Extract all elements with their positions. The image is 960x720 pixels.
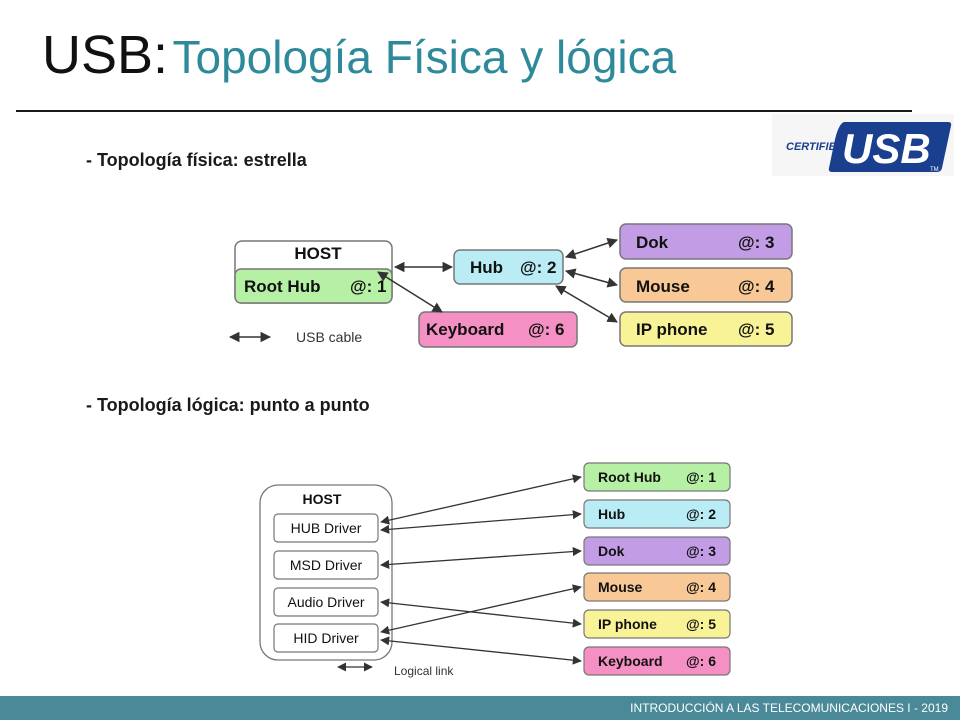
title-divider bbox=[16, 110, 912, 112]
mouse-addr: @: 4 bbox=[738, 277, 775, 296]
root-hub-node: Root Hub @: 1 bbox=[234, 268, 393, 304]
logo-certified-text: CERTIFIED bbox=[786, 141, 844, 153]
logical-device-keyboard: Keyboard @: 6 bbox=[583, 646, 731, 676]
link-hubdriver-roothub bbox=[380, 474, 582, 525]
dok-name: Dok bbox=[636, 233, 669, 252]
driver-msd-label: MSD Driver bbox=[290, 557, 363, 573]
title-rest: Topología Física y lógica bbox=[172, 31, 677, 83]
driver-audio-label: Audio Driver bbox=[287, 594, 364, 610]
link-hubdriver-hub bbox=[380, 510, 582, 534]
bullet-logical-topology: - Topología lógica: punto a punto bbox=[86, 395, 370, 415]
logical-dok-name: Dok bbox=[598, 543, 625, 559]
logical-device-mouse: Mouse @: 4 bbox=[583, 572, 731, 602]
legend-usb-cable: USB cable bbox=[296, 329, 362, 345]
cable-hub-ipphone bbox=[555, 285, 618, 323]
logical-hub-name: Hub bbox=[598, 506, 625, 522]
link-hiddriver-mouse bbox=[380, 584, 582, 635]
logo-tm-text: TM bbox=[930, 167, 939, 173]
logical-keyboard-name: Keyboard bbox=[598, 653, 663, 669]
logical-hub-addr: @: 2 bbox=[686, 506, 716, 522]
ip-phone-node: IP phone @: 5 bbox=[619, 311, 793, 347]
physical-topology-diagram: HOST Root Hub @: 1 Hub @: 2 Keyboard @: … bbox=[218, 210, 808, 356]
mouse-name: Mouse bbox=[636, 277, 690, 296]
logical-mouse-addr: @: 4 bbox=[686, 579, 716, 595]
bullet-physical-topology: - Topología física: estrella bbox=[86, 150, 307, 170]
host-label: HOST bbox=[294, 244, 342, 263]
logical-dok-addr: @: 3 bbox=[686, 543, 716, 559]
driver-msd: MSD Driver bbox=[273, 550, 379, 580]
hub-node: Hub @: 2 bbox=[453, 249, 564, 285]
link-msddriver-dok bbox=[380, 547, 582, 569]
keyboard-name: Keyboard bbox=[426, 320, 504, 339]
driver-hub: HUB Driver bbox=[273, 513, 379, 543]
keyboard-node: Keyboard @: 6 bbox=[418, 311, 578, 348]
footer-bar: INTRODUCCIÓN A LAS TELECOMUNICACIONES I … bbox=[0, 696, 960, 720]
hub-addr: @: 2 bbox=[520, 258, 556, 277]
ip-phone-addr: @: 5 bbox=[738, 320, 774, 339]
certified-usb-logo: CERTIFIED USB TM bbox=[772, 114, 954, 176]
logical-device-dok: Dok @: 3 bbox=[583, 536, 731, 566]
legend-logical-link: Logical link bbox=[394, 664, 454, 678]
driver-hid-label: HID Driver bbox=[293, 630, 359, 646]
dok-node: Dok @: 3 bbox=[619, 223, 793, 260]
root-hub-addr: @: 1 bbox=[350, 277, 386, 296]
title-prefix: USB: bbox=[42, 25, 169, 85]
link-hiddriver-keyboard bbox=[380, 636, 582, 665]
ip-phone-name: IP phone bbox=[636, 320, 707, 339]
root-hub-name: Root Hub bbox=[244, 277, 320, 296]
cable-hub-dok bbox=[565, 238, 618, 259]
logical-device-ip-phone: IP phone @: 5 bbox=[583, 609, 731, 639]
logical-root-hub-name: Root Hub bbox=[598, 469, 661, 485]
cable-hub-mouse bbox=[564, 268, 619, 288]
logical-ip-phone-addr: @: 5 bbox=[686, 616, 716, 632]
mouse-node: Mouse @: 4 bbox=[619, 267, 793, 303]
hub-name: Hub bbox=[470, 258, 503, 277]
logo-usb-text: USB bbox=[842, 125, 931, 172]
footer-text: INTRODUCCIÓN A LAS TELECOMUNICACIONES I … bbox=[630, 701, 948, 715]
logical-keyboard-addr: @: 6 bbox=[686, 653, 716, 669]
driver-hid: HID Driver bbox=[273, 623, 379, 653]
logical-root-hub-addr: @: 1 bbox=[686, 469, 716, 485]
logical-mouse-name: Mouse bbox=[598, 579, 643, 595]
link-audiodriver-ipphone bbox=[380, 598, 582, 628]
dok-addr: @: 3 bbox=[738, 233, 774, 252]
driver-audio: Audio Driver bbox=[273, 587, 379, 617]
logical-host-label: HOST bbox=[303, 491, 342, 507]
slide-title: USB: Topología Física y lógica bbox=[42, 28, 676, 82]
keyboard-addr: @: 6 bbox=[528, 320, 564, 339]
driver-hub-label: HUB Driver bbox=[291, 520, 362, 536]
logical-ip-phone-name: IP phone bbox=[598, 616, 657, 632]
logical-device-root-hub: Root Hub @: 1 bbox=[583, 462, 731, 492]
logical-device-hub: Hub @: 2 bbox=[583, 499, 731, 529]
cable-roothub-keyboard bbox=[377, 271, 443, 313]
logical-topology-diagram: HOST HUB Driver MSD Driver Audio Driver … bbox=[248, 456, 748, 688]
